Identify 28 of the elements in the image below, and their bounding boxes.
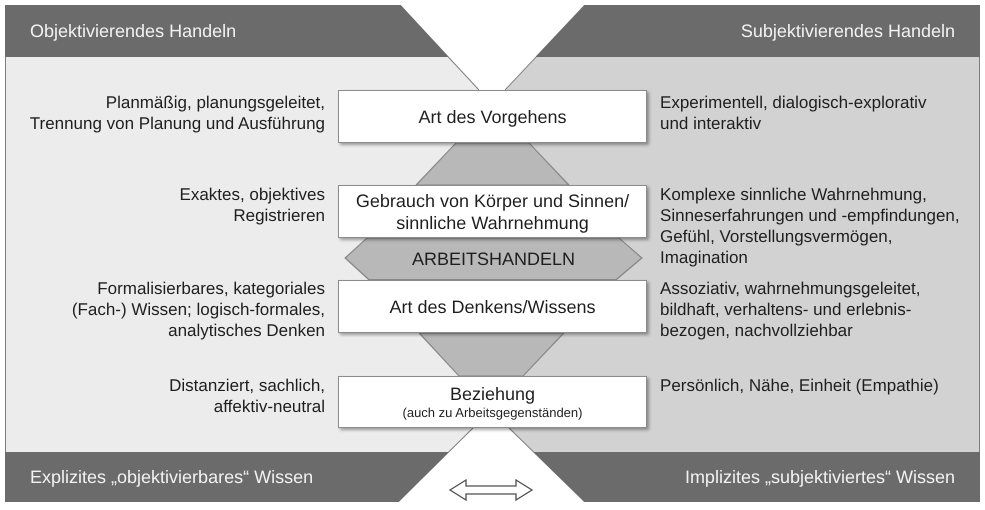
box-label: Art des Vorgehens: [418, 106, 567, 128]
box-label: Gebrauch von Körper und Sinnen/ sinnliche Wahrnehmung: [354, 190, 630, 234]
description-text: Komplexe sinnliche Wahrnehmung, Sinneserfahrungen und -empfindungen, Gefühl, Vorstellungsvermögen, Imagination: [660, 184, 961, 268]
category-box: [338, 376, 647, 428]
category-box: [338, 185, 647, 238]
footer-band: [534, 452, 980, 502]
double-arrow: [448, 478, 534, 502]
footer-band: [5, 452, 448, 502]
category-box: [338, 90, 647, 143]
hexagon-label: ARBEITSHANDELN: [412, 248, 576, 270]
header-band: [5, 5, 448, 57]
description-text: Exaktes, objektives Registrieren: [178, 184, 325, 226]
header-label: Objektivierendes Handeln: [30, 20, 236, 42]
header-band: [536, 5, 980, 57]
description-text: Formalisierbares, kategoriales (Fach-) Wissen; logisch-formales, analytisches Denken: [70, 278, 325, 341]
box-label: Art des Denkens/Wissens: [389, 296, 596, 318]
center-hexagon: [345, 238, 642, 280]
category-box: [338, 280, 647, 333]
box-sublabel: (auch zu Arbeitsgegenständen): [402, 404, 582, 420]
description-text: Experimentell, dialogisch-explorativ und interaktiv: [660, 92, 928, 134]
description-text: Assoziativ, wahrnehmungsgeleitet, bildhaft, verhaltens- und erlebnis-bezogen, nachvollziehbar: [660, 278, 922, 341]
box-label: Beziehung: [450, 384, 536, 404]
footer-label: Explizites „objektivierbares“ Wissen: [30, 466, 314, 488]
description-text: Planmäßig, planungsgeleitet, Trennung von Planung und Ausführung: [28, 92, 325, 134]
header-label: Subjektivierendes Handeln: [740, 20, 955, 42]
footer-label: Implizites „subjektiviertes“ Wissen: [684, 466, 955, 488]
description-text: Persönlich, Nähe, Einheit (Empathie): [660, 375, 939, 396]
description-text: Distanziert, sachlich, affektiv-neutral: [168, 375, 325, 417]
